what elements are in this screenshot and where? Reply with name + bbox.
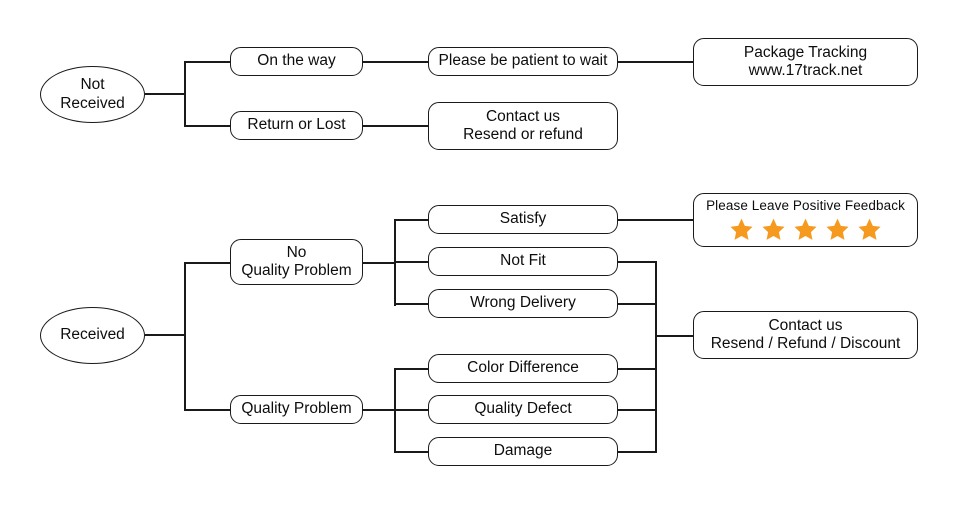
connector-to-quality-defect — [394, 409, 430, 411]
node-no-quality-problem[interactable]: No Quality Problem — [230, 239, 363, 285]
connector-merge-color-difference — [618, 368, 657, 370]
star-icon[interactable] — [729, 217, 754, 242]
connector-merge-wrong-delivery — [618, 303, 657, 305]
node-not-received-line2: Received — [60, 94, 125, 112]
node-wrong-delivery[interactable]: Wrong Delivery — [428, 289, 618, 318]
node-wrong-delivery-label: Wrong Delivery — [470, 294, 576, 312]
connector-to-quality-problem — [184, 409, 231, 411]
star-icon[interactable] — [793, 217, 818, 242]
connector-to-return-or-lost — [184, 125, 231, 127]
connector-not-received-split — [184, 61, 186, 126]
connector-on-the-way-to-wait — [363, 61, 429, 63]
node-not-fit[interactable]: Not Fit — [428, 247, 618, 276]
node-contact-resend-refund[interactable]: Contact us Resend or refund — [428, 102, 618, 150]
connector-merge-damage — [618, 451, 657, 453]
connector-satisfy-to-feedback — [618, 219, 694, 221]
star-icon[interactable] — [761, 217, 786, 242]
connector-to-wrong-delivery — [394, 303, 430, 305]
node-package-tracking-line1: Package Tracking — [743, 43, 868, 61]
node-quality-defect[interactable]: Quality Defect — [428, 395, 618, 424]
connector-nqp-stem — [363, 262, 396, 264]
node-quality-problem-label: Quality Problem — [241, 400, 352, 418]
connector-qp-stem — [363, 409, 396, 411]
node-no-quality-problem-line1: No — [286, 243, 307, 261]
node-please-be-patient[interactable]: Please be patient to wait — [428, 47, 618, 76]
node-damage[interactable]: Damage — [428, 437, 618, 466]
node-no-quality-problem-line2: Quality Problem — [241, 262, 352, 279]
node-resolution-line2: Resend / Refund / Discount — [710, 335, 901, 352]
node-satisfy[interactable]: Satisfy — [428, 205, 618, 234]
connector-return-to-contact — [363, 125, 429, 127]
node-quality-problem[interactable]: Quality Problem — [230, 395, 363, 424]
node-not-received[interactable]: Not Received — [40, 66, 145, 123]
node-satisfy-label: Satisfy — [499, 210, 547, 228]
node-return-or-lost[interactable]: Return or Lost — [230, 111, 363, 140]
node-package-tracking-line2: www.17track.net — [748, 62, 863, 79]
feedback-title: Please Leave Positive Feedback — [706, 198, 905, 214]
node-positive-feedback[interactable]: Please Leave Positive Feedback — [693, 193, 918, 247]
connector-received-split — [184, 262, 186, 410]
node-color-difference[interactable]: Color Difference — [428, 354, 618, 383]
node-on-the-way-label: On the way — [257, 52, 336, 70]
connector-to-not-fit — [394, 261, 430, 263]
node-damage-label: Damage — [493, 442, 553, 460]
connector-merge-quality-defect — [618, 409, 657, 411]
node-resolution-line1: Contact us — [768, 316, 843, 334]
connector-not-received-stem — [145, 93, 185, 95]
connector-merge-not-fit — [618, 261, 657, 263]
node-package-tracking[interactable]: Package Tracking www.17track.net — [693, 38, 918, 86]
connector-to-damage — [394, 451, 430, 453]
connector-received-stem — [145, 334, 185, 336]
node-received[interactable]: Received — [40, 307, 145, 364]
connector-to-satisfy — [394, 219, 430, 221]
star-icon[interactable] — [857, 217, 882, 242]
connector-to-no-quality-problem — [184, 262, 231, 264]
node-return-or-lost-label: Return or Lost — [247, 116, 346, 134]
connector-merge-bus — [655, 261, 657, 452]
connector-merge-to-resolution — [655, 335, 694, 337]
connector-to-on-the-way — [184, 61, 231, 63]
node-please-be-patient-label: Please be patient to wait — [438, 52, 608, 70]
node-on-the-way[interactable]: On the way — [230, 47, 363, 76]
node-contact-resend-refund-line1: Contact us — [485, 107, 561, 125]
node-contact-resend-refund-discount[interactable]: Contact us Resend / Refund / Discount — [693, 311, 918, 359]
node-color-difference-label: Color Difference — [467, 359, 579, 377]
connector-to-color-difference — [394, 368, 430, 370]
star-rating[interactable] — [729, 217, 882, 242]
node-quality-defect-label: Quality Defect — [474, 400, 572, 418]
connector-wait-to-tracking — [618, 61, 694, 63]
node-received-label: Received — [60, 326, 125, 344]
node-contact-resend-refund-line2: Resend or refund — [463, 126, 583, 143]
node-not-fit-label: Not Fit — [500, 252, 546, 270]
node-not-received-line1: Not — [80, 76, 105, 94]
star-icon[interactable] — [825, 217, 850, 242]
